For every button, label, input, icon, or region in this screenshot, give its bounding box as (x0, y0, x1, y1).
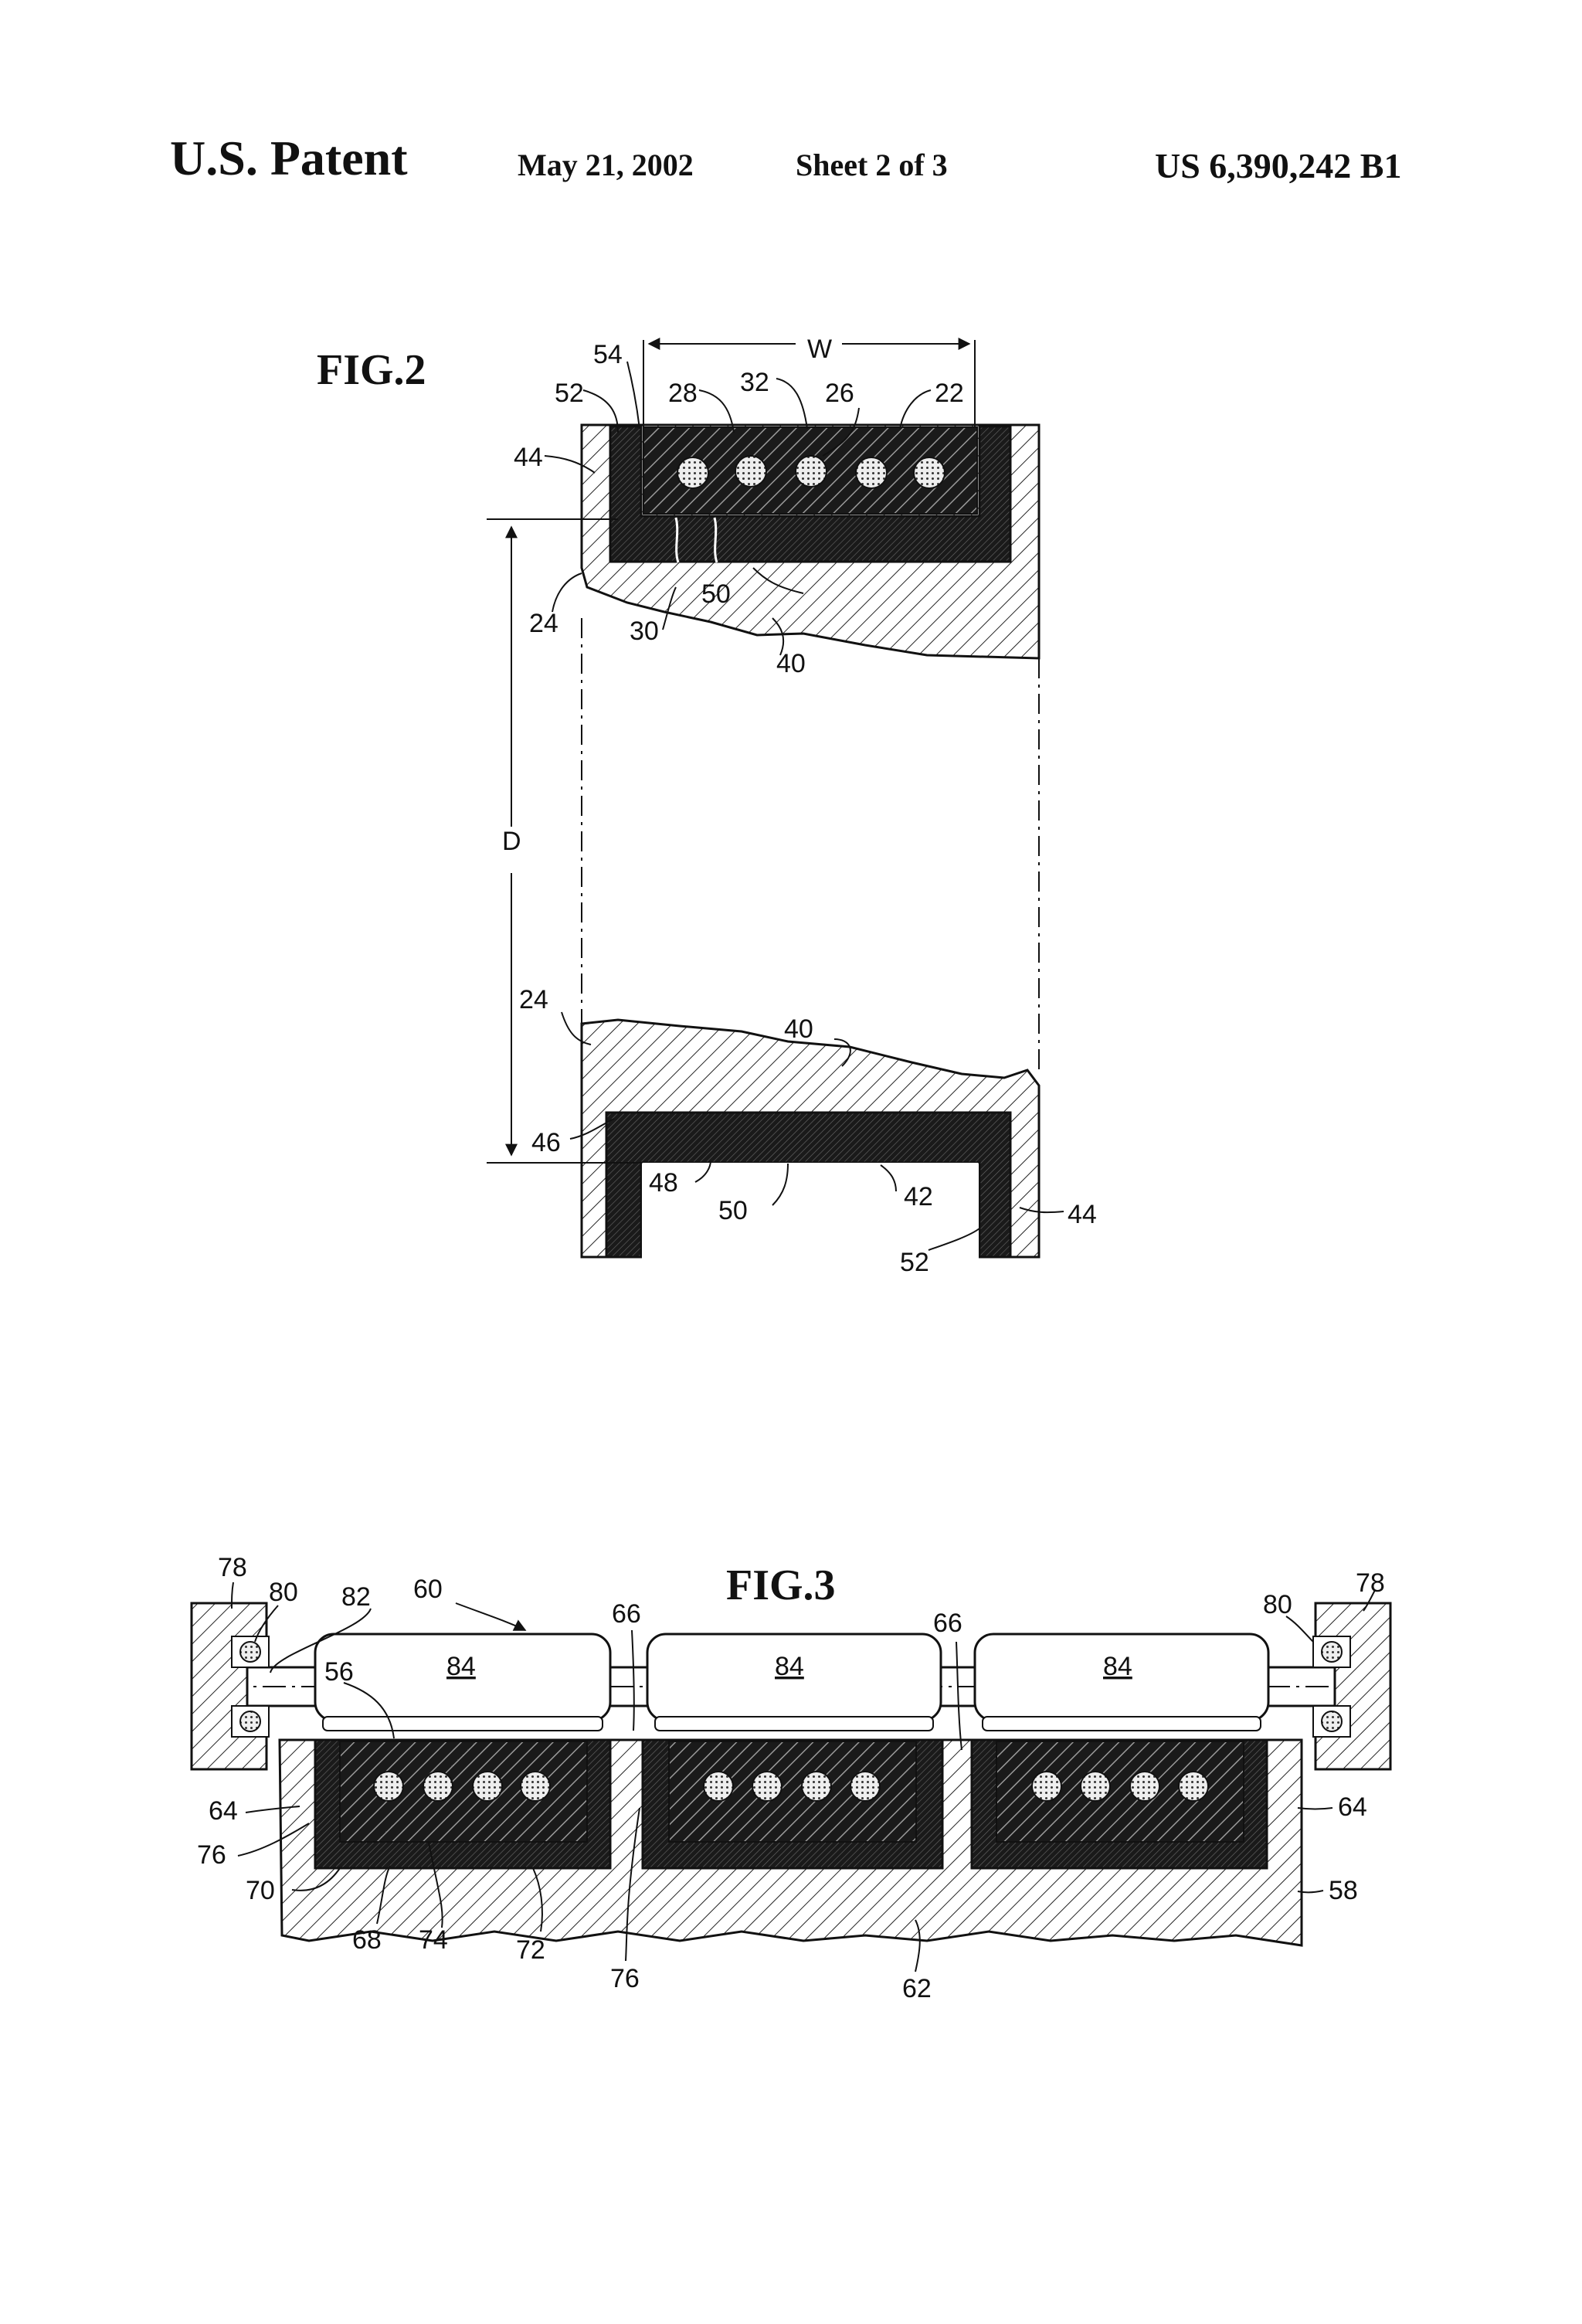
fig2-label-52b: 52 (900, 1248, 929, 1277)
fig2-label-40b: 40 (784, 1014, 813, 1044)
fig2-label-54: 54 (593, 340, 623, 369)
fig3-label-62: 62 (902, 1974, 932, 2003)
fig3-label-84c: 84 (1103, 1652, 1132, 1681)
fig3-conductors (373, 1771, 1209, 1802)
fig3-label-84b: 84 (775, 1652, 804, 1681)
fig2-dim-diameter: D (502, 827, 521, 856)
fig3-label-58: 58 (1329, 1876, 1358, 1905)
fig3-label-68: 68 (352, 1925, 382, 1955)
fig2-label-46: 46 (531, 1128, 561, 1157)
fig3-end-housing-left (190, 1602, 270, 1771)
header-sheet-number: Sheet 2 of 3 (796, 148, 948, 182)
fig3-label-82: 82 (341, 1582, 371, 1612)
fig2-title: FIG.2 (317, 346, 426, 394)
fig2-label-48: 48 (649, 1168, 678, 1198)
fig3-label-74: 74 (419, 1925, 448, 1955)
fig3-title: FIG.3 (726, 1561, 836, 1609)
fig3-reference-numerals: 78 80 82 60 66 66 80 78 84 84 84 56 64 7… (197, 1553, 1385, 2003)
fig3-label-60: 60 (413, 1575, 443, 1604)
fig3-label-64: 64 (209, 1796, 238, 1826)
fig2-label-24b: 24 (519, 985, 548, 1014)
fig3-label-80b: 80 (1263, 1590, 1292, 1619)
fig3-label-80: 80 (269, 1578, 298, 1607)
fig3-drawing: FIG.3 (190, 1553, 1392, 2003)
header-date: May 21, 2002 (518, 148, 694, 182)
fig3-label-64b: 64 (1338, 1792, 1367, 1822)
fig2-drawing: FIG.2 W D 54 52 28 32 26 22 44 24 30 50 … (317, 335, 1097, 1277)
fig3-end-housing-right (1312, 1602, 1392, 1771)
fig2-label-52: 52 (555, 379, 584, 408)
header-patent-number: US 6,390,242 B1 (1155, 146, 1402, 185)
fig2-dim-width: W (807, 335, 832, 364)
fig3-label-72: 72 (516, 1935, 545, 1965)
fig2-label-30: 30 (630, 617, 659, 646)
fig3-label-76b: 76 (610, 1964, 640, 1993)
fig3-label-84: 84 (446, 1652, 476, 1681)
fig2-label-42: 42 (904, 1182, 933, 1211)
fig3-label-56: 56 (324, 1657, 354, 1687)
fig2-label-32: 32 (740, 368, 769, 397)
fig2-label-50b: 50 (718, 1196, 748, 1225)
fig2-label-44: 44 (514, 443, 543, 472)
fig2-label-24: 24 (529, 609, 558, 638)
fig2-label-26: 26 (825, 379, 854, 408)
fig2-label-44b: 44 (1068, 1200, 1097, 1229)
fig2-label-28: 28 (668, 379, 698, 408)
fig2-conductors (677, 455, 945, 489)
fig3-label-66: 66 (612, 1599, 641, 1629)
fig2-label-40: 40 (776, 649, 806, 678)
fig2-leaders (544, 361, 1064, 1251)
fig2-label-50: 50 (701, 579, 731, 609)
fig3-label-76: 76 (197, 1840, 226, 1870)
fig2-upper-liner (609, 425, 1012, 563)
fig3-rotors (314, 1633, 1270, 1731)
fig3-leaders (231, 1582, 1376, 1972)
fig3-label-70: 70 (246, 1876, 275, 1905)
fig2-label-22: 22 (935, 379, 964, 408)
fig3-label-78b: 78 (1356, 1568, 1385, 1598)
fig3-label-66b: 66 (933, 1609, 962, 1638)
fig3-slots (314, 1738, 1268, 1870)
fig3-label-78: 78 (218, 1553, 247, 1582)
header-patent-label: U.S. Patent (170, 131, 408, 185)
fig2-reference-numerals: 54 52 28 32 26 22 44 24 30 50 40 24 40 4… (514, 340, 1097, 1277)
